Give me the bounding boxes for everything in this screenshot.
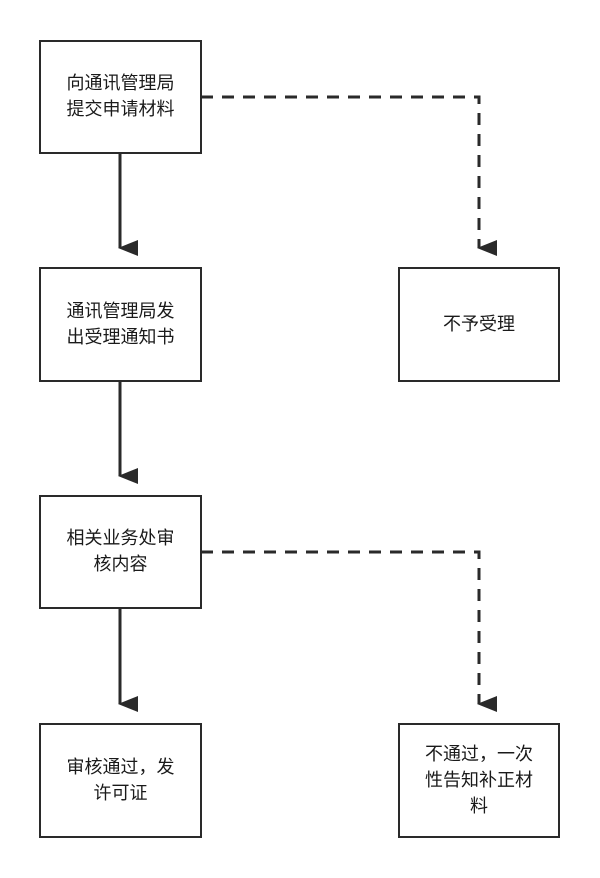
node-reject-label: 不予受理 <box>443 313 515 335</box>
node-supplement-materials: 不通过，一次 性告知补正材 料 <box>398 723 560 838</box>
node-notice-label: 通讯管理局发 出受理通知书 <box>66 300 175 348</box>
node-department-review: 相关业务处审 核内容 <box>39 495 202 609</box>
edge-submit-to-reject <box>201 95 497 256</box>
node-not-accepted: 不予受理 <box>398 267 560 382</box>
node-approved-license: 审核通过，发 许可证 <box>39 723 202 838</box>
node-review-label: 相关业务处审 核内容 <box>66 528 175 575</box>
node-acceptance-notice: 通讯管理局发 出受理通知书 <box>39 267 202 382</box>
node-supplement-label: 不通过，一次 性告知补正材 料 <box>425 743 533 817</box>
node-submit-application: 向通讯管理局 提交申请材料 <box>39 40 202 154</box>
node-submit-label: 向通讯管理局 提交申请材料 <box>66 73 175 120</box>
node-approve-label: 审核通过，发 许可证 <box>66 756 175 804</box>
edge-review-to-supplement <box>201 550 497 712</box>
